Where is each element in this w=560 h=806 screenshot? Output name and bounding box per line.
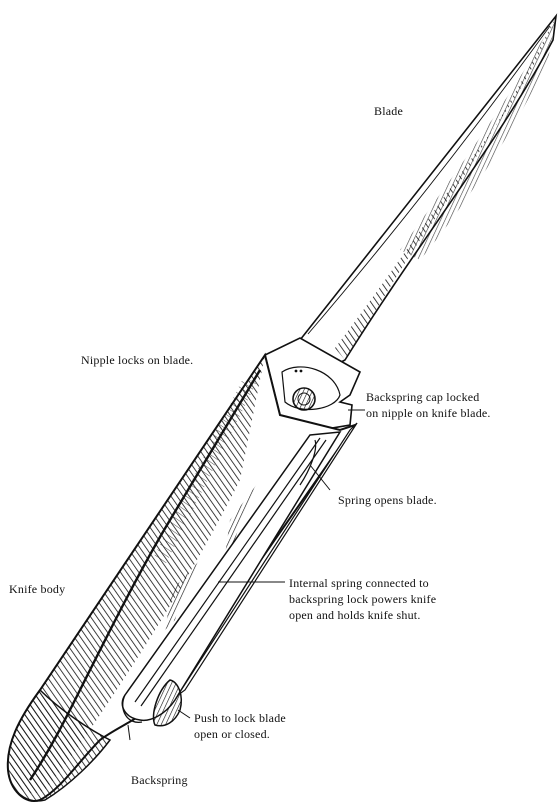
blade-drawing	[300, 16, 556, 372]
label-internal-spring-line-3: open and holds knife shut.	[289, 607, 436, 623]
label-backspring-cap-line-2: on nipple on knife blade.	[366, 405, 491, 421]
label-push-to-lock-line-2: open or closed.	[194, 726, 286, 742]
label-nipple-locks: Nipple locks on blade.	[81, 352, 193, 368]
label-internal-spring-line-1: Internal spring connected to	[289, 575, 436, 591]
label-backspring-cap-line-1: Backspring cap locked	[366, 389, 491, 405]
label-internal-spring-line-2: backspring lock powers knife	[289, 591, 436, 607]
label-internal-spring: Internal spring connected to backspring …	[289, 575, 436, 623]
label-spring-opens: Spring opens blade.	[338, 492, 437, 508]
label-push-to-lock-line-1: Push to lock blade	[194, 710, 286, 726]
label-knife-body: Knife body	[9, 581, 65, 597]
label-push-to-lock: Push to lock blade open or closed.	[194, 710, 286, 742]
label-backspring-cap: Backspring cap locked on nipple on knife…	[366, 389, 491, 421]
label-blade: Blade	[374, 103, 403, 119]
label-backspring: Backspring	[131, 772, 188, 788]
